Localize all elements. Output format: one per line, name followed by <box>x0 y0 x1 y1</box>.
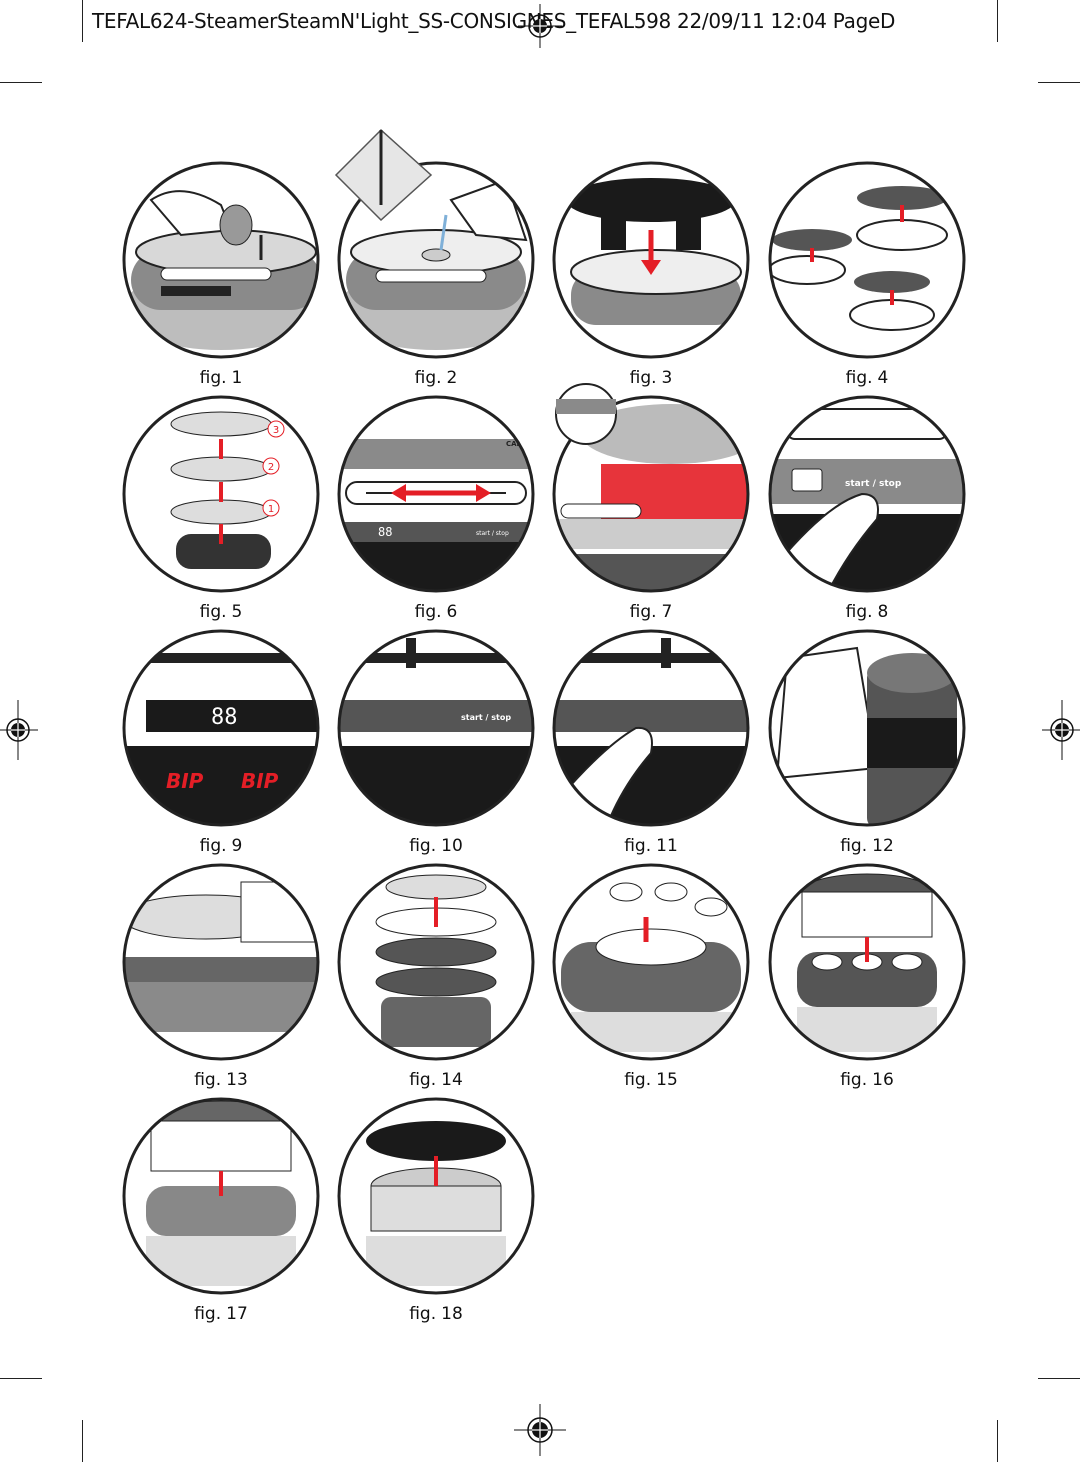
light-on-illustration <box>552 383 750 593</box>
figure-14: fig.14 <box>336 862 536 1102</box>
figure-caption: fig.1 <box>199 368 243 388</box>
baskets-grids-illustration <box>768 161 966 359</box>
registration-mark-icon <box>514 1404 566 1456</box>
crop-mark <box>82 0 83 42</box>
display-digits: 88 <box>378 525 392 539</box>
pour-rice-water-illustration <box>768 629 966 827</box>
steamer-fill-water-illustration <box>122 161 320 359</box>
doc-time: 12:04 <box>770 9 827 33</box>
press-defrost-illustration <box>552 629 750 827</box>
figure-caption: fig.2 <box>414 368 458 388</box>
figure-6: CAKE 88 start / stop fig.6 <box>336 394 536 634</box>
cover-basket-illustration <box>122 1097 320 1295</box>
press-start-stop-illustration: start / stop <box>768 395 966 593</box>
figure-caption: fig.16 <box>840 1070 894 1090</box>
crop-mark <box>997 0 998 42</box>
place-lid-illustration <box>337 1097 535 1295</box>
program-selector-illustration: CAKE 88 start / stop <box>337 395 535 593</box>
figure-9: 88 BIP BIP fig.9 <box>121 628 321 868</box>
figure-caption: fig.7 <box>629 602 673 622</box>
basket-number-3: 3 <box>273 425 279 436</box>
stack-baskets-illustration: 3 2 1 <box>122 395 320 593</box>
figure-4: fig.4 <box>767 160 967 400</box>
egg-holder-illustration <box>337 863 535 1061</box>
figure-caption: fig.3 <box>629 368 673 388</box>
figure-15: fig.15 <box>551 862 751 1102</box>
figure-5: 3 2 1 fig.5 <box>121 394 321 634</box>
start-stop-label: start / stop <box>845 479 902 489</box>
cake-label: CAKE <box>506 440 527 448</box>
figure-caption: fig.15 <box>624 1070 678 1090</box>
registration-mark-icon <box>0 700 38 760</box>
keep-warm-button-illustration: start / stop <box>337 629 535 827</box>
display-digits: 88 <box>211 705 238 730</box>
figure-caption: fig.18 <box>409 1304 463 1324</box>
figure-18: fig.18 <box>336 1096 536 1336</box>
figure-caption: fig.5 <box>199 602 243 622</box>
figure-caption: fig.14 <box>409 1070 463 1090</box>
crop-mark <box>997 1420 998 1462</box>
figure-caption: fig.9 <box>199 836 243 856</box>
figure-13: fig.13 <box>121 862 321 1102</box>
bip-label: BIP <box>166 769 204 793</box>
figure-3: fig.3 <box>551 160 751 400</box>
start-stop-label: start / stop <box>461 713 511 722</box>
start-stop-label: start / stop <box>476 530 509 537</box>
registration-mark-icon <box>518 4 562 48</box>
figure-caption: fig.17 <box>194 1304 248 1324</box>
crop-mark <box>1038 82 1080 83</box>
remove-basket-illustration <box>122 863 320 1061</box>
figure-2: fig.2 <box>334 128 536 400</box>
doc-date: 22/09/11 <box>677 9 765 33</box>
figure-16: fig.16 <box>767 862 967 1102</box>
crop-mark <box>0 82 42 83</box>
crop-mark <box>0 1378 42 1379</box>
figure-8: start / stop fig.8 <box>767 394 967 634</box>
crop-mark <box>1038 1378 1080 1379</box>
basket-number-1: 1 <box>268 504 274 515</box>
page-label: PageD <box>832 9 896 33</box>
crop-mark <box>82 1420 83 1462</box>
doc-name: TEFAL624-SteamerSteamN'Light_SS-CONSIGNE… <box>92 9 671 33</box>
drip-tray-insert-illustration <box>552 161 750 359</box>
basket-number-2: 2 <box>268 462 274 473</box>
figure-caption: fig.6 <box>414 602 458 622</box>
figure-caption: fig.8 <box>845 602 889 622</box>
timer-beep-illustration: 88 BIP BIP <box>122 629 320 827</box>
figure-1: fig.1 <box>121 160 321 400</box>
pots-in-basket-illustration <box>768 863 966 1061</box>
figure-12: fig.12 <box>767 628 967 868</box>
figure-7: fig.7 <box>551 383 751 634</box>
dessert-pots-illustration <box>552 863 750 1061</box>
document-header: TEFAL624-SteamerSteamN'Light_SS-CONSIGNE… <box>92 4 1022 38</box>
steamer-pour-water-illustration <box>334 128 535 359</box>
bip-label: BIP <box>241 769 279 793</box>
figure-10: start / stop fig.10 <box>336 628 536 868</box>
figure-caption: fig.12 <box>840 836 894 856</box>
figure-caption: fig.13 <box>194 1070 248 1090</box>
figure-caption: fig.10 <box>409 836 463 856</box>
registration-mark-icon <box>1042 700 1080 760</box>
figure-17: fig.17 <box>121 1096 321 1336</box>
figure-11: fig.11 <box>551 628 751 868</box>
figure-caption: fig.4 <box>845 368 889 388</box>
figure-caption: fig.11 <box>624 836 678 856</box>
